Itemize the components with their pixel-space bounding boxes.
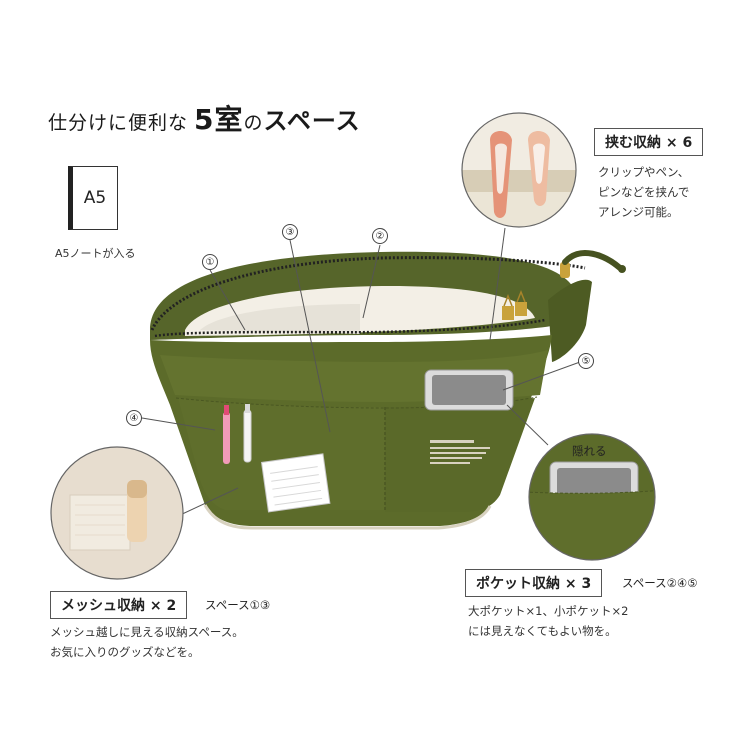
clip-desc-line-2: ピンなどを挟んで	[598, 185, 690, 199]
mesh-desc-line-1: メッシュ越しに見える収納スペース。	[50, 625, 244, 639]
a5-box-label: A5	[83, 188, 107, 208]
title-suffix-big: スペース	[263, 107, 361, 135]
title-suffix-small: の	[243, 112, 264, 134]
a5-caption: A5ノートが入る	[55, 247, 136, 260]
pen-pink	[223, 412, 230, 464]
mesh-storage-label: メッシュ収納 × 2	[50, 591, 188, 619]
clip-desc-line-1: クリップやペン、	[598, 165, 690, 179]
marker-4: ④	[126, 410, 142, 426]
inner-mesh	[200, 304, 360, 334]
pen-white	[243, 409, 252, 463]
pocket-space-ref: スペース②④⑤	[622, 576, 698, 590]
marker-3: ③	[282, 224, 298, 240]
hidden-label: 隠れる	[572, 444, 607, 458]
clip-storage-desc: クリップやペン、 ピンなどを挟んで アレンジ可能。	[598, 162, 689, 222]
clip-storage-label: 挟む収納 × 6	[594, 128, 704, 156]
pocket-desc-line-1: 大ポケット×1、小ポケット×2	[468, 604, 629, 618]
clip-desc-line-3: アレンジ可能。	[598, 205, 679, 219]
pocket-storage-desc: 大ポケット×1、小ポケット×2 には見えなくてもよい物を。	[468, 601, 628, 641]
a5-notebook-icon: A5	[68, 166, 118, 230]
lower-pocket-right	[385, 398, 535, 512]
zipper-pull	[560, 262, 570, 278]
pocket-desc-line-2: には見えなくてもよい物を。	[468, 624, 617, 638]
bag-side-panel	[548, 279, 592, 362]
clip-detail-image	[462, 113, 576, 227]
pocket-storage-label: ポケット収納 × 3	[465, 569, 603, 597]
mesh-detail-image	[51, 447, 183, 579]
spiral-notepad	[260, 453, 331, 513]
binder-clip-1	[502, 306, 514, 320]
marker-1: ①	[202, 254, 218, 270]
mesh-storage-desc: メッシュ越しに見える収納スペース。 お気に入りのグッズなどを。	[50, 622, 244, 662]
brand-label-graphic	[430, 440, 490, 464]
binder-clip-2	[515, 302, 527, 316]
title-big: 5室	[194, 103, 244, 136]
title-prefix: 仕分けに便利な	[48, 112, 189, 134]
marker-5: ⑤	[578, 353, 594, 369]
mesh-desc-line-2: お気に入りのグッズなどを。	[50, 645, 200, 659]
mesh-space-ref: スペース①③	[205, 598, 271, 612]
marker-2: ②	[372, 228, 388, 244]
